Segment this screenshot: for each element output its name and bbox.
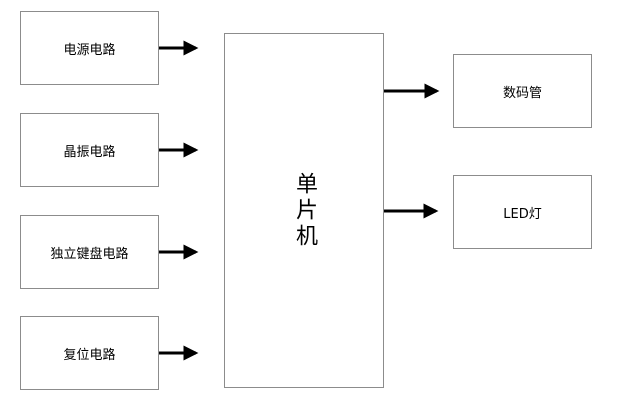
led-block: LED灯 [453, 175, 592, 249]
power-circuit-block: 电源电路 [20, 11, 159, 85]
mcu-block: 单片机 [224, 33, 384, 388]
led-label: LED灯 [503, 206, 542, 222]
segment-display-label: 数码管 [502, 85, 542, 101]
keypad-circuit-block: 独立键盘电路 [20, 215, 159, 289]
crystal-circuit-block: 晶振电路 [20, 113, 159, 187]
keypad-circuit-label: 独立键盘电路 [50, 246, 129, 262]
power-circuit-label: 电源电路 [63, 42, 116, 58]
segment-display-block: 数码管 [453, 54, 592, 128]
mcu-label: 单片机 [292, 171, 317, 250]
reset-circuit-block: 复位电路 [20, 316, 159, 390]
reset-circuit-label: 复位电路 [63, 347, 116, 363]
crystal-circuit-label: 晶振电路 [63, 144, 116, 160]
